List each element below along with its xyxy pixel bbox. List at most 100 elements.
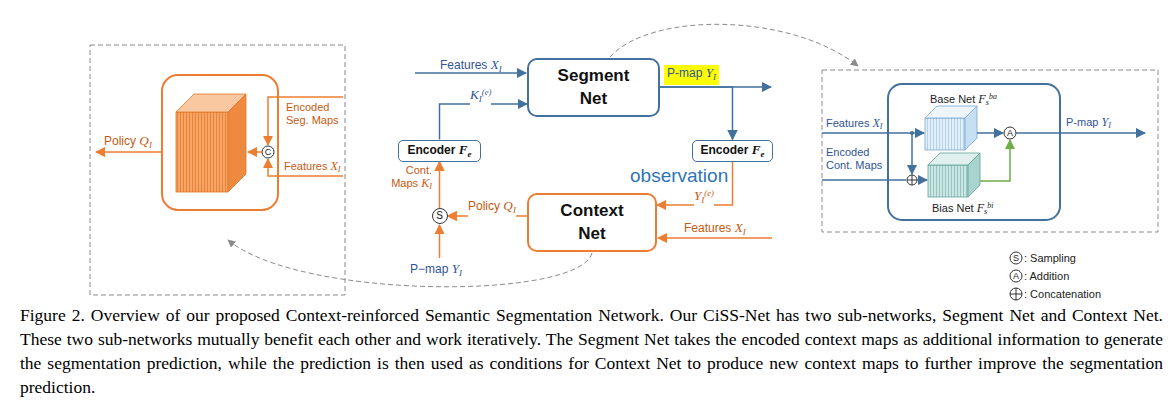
arrow — [917, 179, 927, 181]
math-symbol: K — [470, 87, 479, 102]
subscript: I — [499, 64, 502, 74]
symbol-letter: S — [1010, 252, 1022, 264]
math-symbol: F — [752, 142, 761, 157]
math-symbol: K — [421, 176, 429, 190]
signal-label: Features XI — [826, 116, 883, 134]
legend-symbol — [1010, 288, 1022, 300]
net-label: Base Net Fsba — [930, 90, 997, 110]
subscript: s — [984, 207, 987, 216]
concat-symbol — [262, 146, 274, 158]
input-line — [822, 179, 906, 181]
math-symbol: Y — [706, 65, 713, 80]
edge-label: Cont. Maps KI — [386, 164, 432, 193]
subscript: I — [701, 195, 704, 205]
input-arrow — [415, 72, 526, 74]
bias-net-cube — [928, 153, 980, 197]
edge-label: Policy QI — [468, 198, 516, 218]
figure-caption: Figure 2. Overview of our proposed Conte… — [20, 303, 1163, 399]
math-symbol: X — [491, 57, 499, 72]
math-symbol: Q — [139, 133, 149, 148]
encoder-box: Encoder Fe — [692, 140, 773, 162]
symbol-letter: C — [262, 146, 274, 158]
segment-net-detail — [888, 84, 1060, 220]
signal-label: P-map YI — [664, 65, 719, 85]
signal-label: Encoded Seg. Maps — [286, 101, 342, 127]
subscript: e — [468, 148, 472, 158]
subscript: I — [1108, 121, 1111, 130]
annotation: observation — [630, 163, 728, 188]
subscript: I — [338, 165, 341, 174]
math-symbol: F — [977, 201, 984, 215]
math-symbol: Q — [503, 198, 513, 213]
arrow — [977, 132, 1003, 134]
signal-label: Features XI — [684, 220, 746, 240]
superscript: ba — [989, 92, 997, 101]
node-label: S — [436, 211, 443, 221]
math-symbol: X — [330, 159, 337, 173]
subscript: I — [743, 227, 746, 237]
signal-label: P-map YI — [1066, 115, 1111, 133]
legend-text: : Addition — [1024, 269, 1069, 283]
math-symbol: Y — [452, 261, 459, 276]
node-label: Encoder Fe — [700, 142, 764, 159]
subscript: e — [761, 148, 765, 158]
context-net-detail — [162, 75, 278, 210]
connector — [440, 104, 528, 140]
signal-label: Features XI — [284, 159, 341, 177]
signal-label: Features XI — [440, 57, 502, 77]
symbol-letter: A — [1010, 270, 1022, 282]
math-symbol: Y — [694, 188, 701, 203]
input-arrow — [822, 132, 924, 134]
superscript: (e) — [482, 87, 492, 97]
junction — [910, 131, 914, 135]
branch-arrow — [911, 133, 913, 174]
subscript: I — [149, 140, 152, 150]
legend-symbol — [1010, 252, 1022, 264]
input-arrow — [439, 225, 441, 258]
context-net-box: Context Net — [527, 193, 657, 252]
symbol-letter: A — [1004, 127, 1016, 139]
math-symbol: X — [872, 116, 879, 130]
math-symbol: F — [459, 142, 468, 157]
signal-label: Policy QI — [104, 133, 152, 153]
signal-label: Encoded Cont. Maps — [826, 146, 886, 172]
detail-panel — [822, 70, 1158, 232]
arrow — [248, 151, 262, 153]
net-label: Bias Net Fsbi — [932, 199, 993, 219]
node-label: Segment Net — [548, 65, 640, 109]
math-symbol: Y — [1101, 115, 1108, 129]
segment-net-box: Segment Net — [527, 58, 660, 117]
bias-arrow — [980, 140, 1010, 181]
subscript: I — [880, 122, 883, 131]
node-label: Encoder Fe — [407, 142, 471, 159]
subscript: I — [429, 182, 432, 191]
connector — [660, 87, 733, 140]
legend-text: : Concatenation — [1024, 287, 1101, 301]
feature-cube — [176, 94, 246, 192]
connector — [439, 162, 441, 209]
detail-panel — [90, 45, 345, 295]
math-symbol: F — [978, 92, 985, 106]
input-arrow — [268, 97, 343, 145]
sampling-circle: S — [432, 208, 448, 224]
output-arrow — [1016, 132, 1145, 134]
node-label: Context Net — [546, 200, 638, 244]
subscript: I — [479, 94, 482, 104]
legend-symbol — [1010, 270, 1022, 282]
legend-text: : Sampling — [1024, 251, 1076, 265]
edge-label: YI(e) — [694, 185, 714, 208]
superscript: bi — [987, 201, 993, 210]
input-arrow — [658, 237, 772, 239]
superscript: (e) — [704, 188, 714, 198]
output-arrow — [96, 151, 162, 153]
subscript: I — [459, 268, 462, 278]
edge-label: KI(e) — [470, 84, 491, 107]
math-symbol: X — [735, 220, 743, 235]
signal-label: P−map YI — [410, 261, 462, 281]
base-net-cube — [925, 106, 977, 150]
encoder-box: Encoder Fe — [398, 140, 481, 162]
subscript: I — [513, 205, 516, 215]
concat-symbol — [907, 175, 917, 185]
addition-symbol — [1004, 127, 1016, 139]
